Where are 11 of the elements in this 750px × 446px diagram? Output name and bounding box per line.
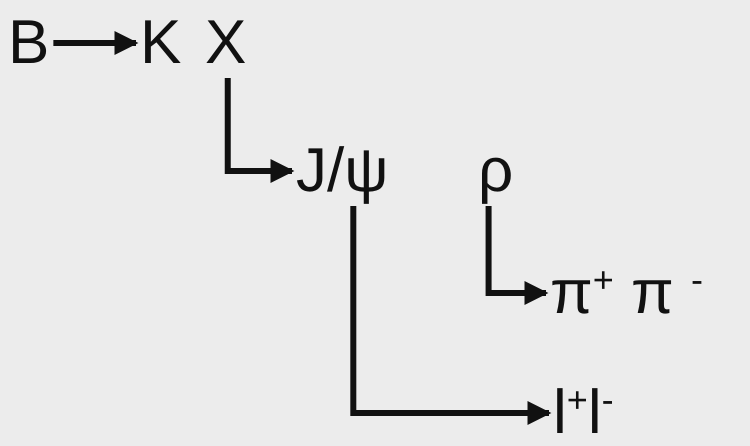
arrow	[350, 206, 552, 425]
arrow	[224, 78, 294, 183]
arrow	[486, 206, 548, 305]
particle-label: ρ	[478, 140, 514, 202]
particle-label: l$^{+}$l$^{-}$	[553, 382, 614, 444]
particle-label: X	[205, 12, 246, 74]
particle-label: K	[140, 12, 182, 74]
particle-label: B	[8, 12, 50, 74]
particle-label: π$^{+}$ π $^{-}$	[550, 262, 704, 324]
arrow	[53, 31, 138, 55]
particle-label: J/ψ	[296, 140, 388, 202]
